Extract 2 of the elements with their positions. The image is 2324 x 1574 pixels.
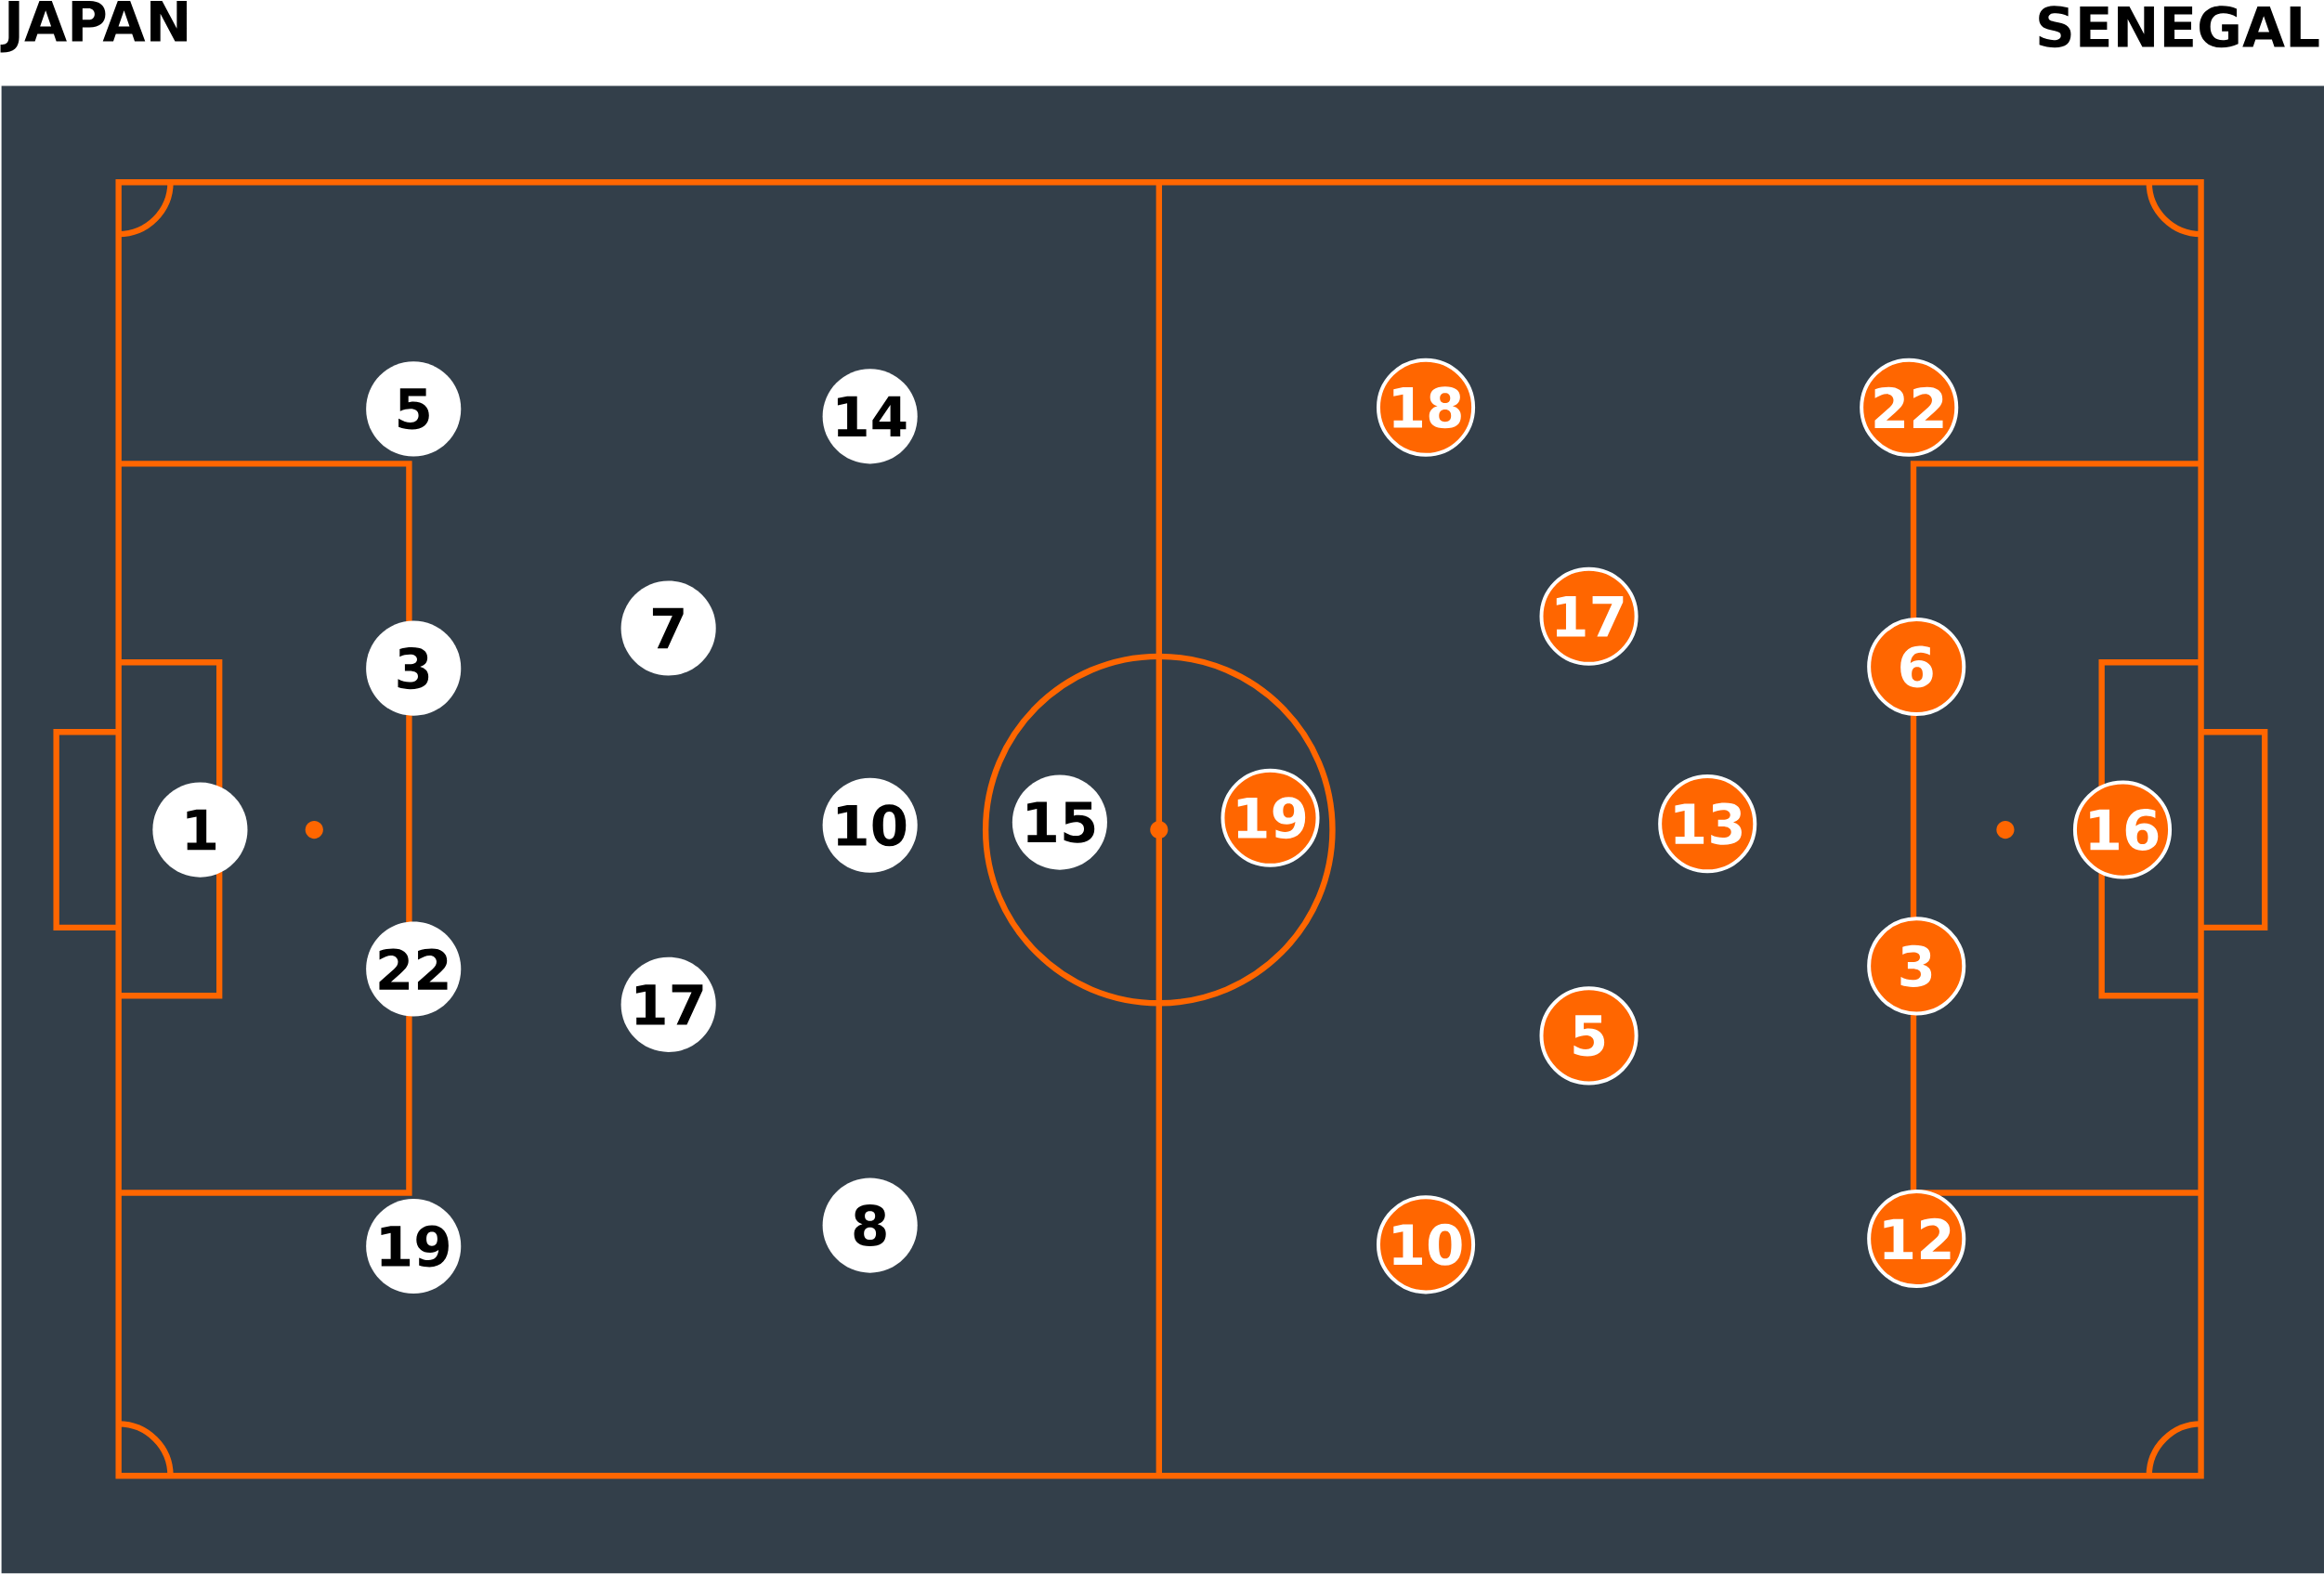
team-name: JAPAN [0,1,187,53]
team-name: SENEGAL [2039,6,2319,48]
